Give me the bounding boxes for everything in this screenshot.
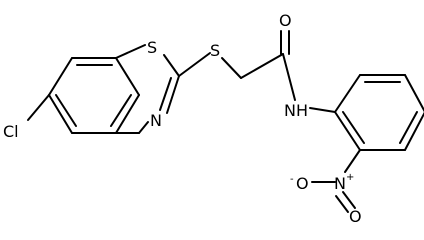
chlorine-label: Cl bbox=[3, 122, 19, 141]
bonds bbox=[27, 30, 424, 213]
bond bbox=[404, 74, 424, 113]
bond bbox=[138, 121, 149, 134]
bond bbox=[115, 57, 140, 96]
bond bbox=[309, 107, 336, 113]
bond bbox=[159, 77, 172, 111]
bond bbox=[110, 94, 132, 127]
bond bbox=[334, 111, 361, 151]
bond bbox=[344, 149, 361, 173]
bond bbox=[334, 74, 361, 113]
bond bbox=[399, 111, 418, 144]
bond bbox=[55, 94, 77, 127]
nitro-oxygen-minus-label: O bbox=[296, 174, 309, 193]
nitro-oxygen-minus-charge: - bbox=[290, 174, 294, 185]
bond bbox=[48, 57, 73, 96]
carbonyl-oxygen-label: O bbox=[279, 11, 292, 30]
bond bbox=[178, 52, 211, 77]
nitro-oxygen-double-label: O bbox=[349, 207, 362, 226]
bond bbox=[240, 53, 284, 79]
bond bbox=[48, 94, 73, 134]
bond bbox=[342, 111, 365, 144]
thiazole-sulfur-label: S bbox=[147, 38, 157, 57]
nitro-nitrogen-charge: + bbox=[346, 172, 354, 183]
bond bbox=[163, 54, 180, 77]
bond bbox=[115, 94, 140, 134]
nitro-nitrogen-label: N bbox=[334, 174, 346, 193]
amide-nh-label: NH bbox=[284, 101, 308, 120]
thiazole-nitrogen-label: N bbox=[150, 111, 162, 130]
bond bbox=[221, 57, 242, 79]
bond bbox=[115, 44, 146, 59]
molecule-structure-diagram: Cl S N S O NH N + O - O bbox=[3, 11, 424, 226]
bond bbox=[404, 111, 424, 151]
bond bbox=[342, 191, 356, 209]
bond bbox=[335, 195, 349, 213]
atom-labels: Cl S N S O NH N + O - O bbox=[3, 11, 362, 226]
bond bbox=[27, 94, 50, 121]
bond bbox=[166, 75, 180, 114]
thioether-sulfur-label: S bbox=[210, 41, 220, 60]
bond bbox=[282, 53, 296, 101]
